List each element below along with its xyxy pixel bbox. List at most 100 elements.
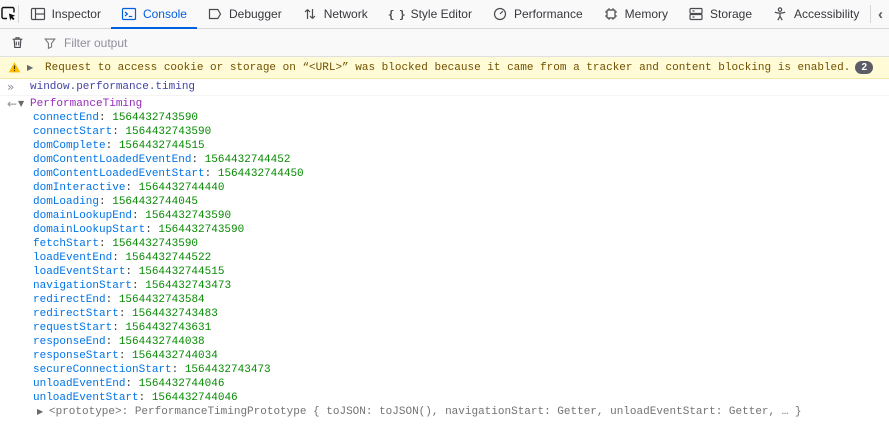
property-value: 1564432744522: [125, 252, 212, 264]
tab-label: Memory: [624, 7, 668, 21]
tab-label: Network: [323, 7, 368, 21]
object-property-row: responseStart1564432744034: [0, 349, 889, 363]
object-property-list: connectEnd1564432743590 connectStart1564…: [0, 111, 889, 405]
tab-label: Accessibility: [794, 7, 860, 21]
object-property-row: unloadEventEnd1564432744046: [0, 377, 889, 391]
property-value: 1564432744452: [204, 154, 291, 166]
style-editor-icon: { }: [387, 7, 406, 21]
tab-style-editor[interactable]: { } Style Editor: [378, 0, 482, 28]
object-property-row: domainLookupStart1564432743590: [0, 223, 889, 237]
console-result-message: ← ▼ PerformanceTiming connectEnd15644327…: [0, 96, 889, 419]
message-count-badge: 2: [855, 61, 873, 74]
clear-console-button[interactable]: [2, 35, 32, 50]
property-name: secureConnectionStart: [33, 364, 185, 376]
tab-storage[interactable]: Storage: [678, 0, 762, 28]
property-value: 1564432743473: [145, 280, 232, 292]
console-toolbar: [0, 29, 889, 57]
tab-accessibility[interactable]: Accessibility: [762, 0, 869, 28]
tab-label: Performance: [513, 7, 583, 21]
property-value: 1564432744046: [151, 392, 238, 404]
object-class-name: PerformanceTiming: [30, 97, 143, 110]
result-arrow-icon: ←: [7, 96, 18, 111]
tab-label: Inspector: [51, 7, 101, 21]
property-name: responseEnd: [33, 336, 119, 348]
property-value: 1564432743590: [112, 112, 199, 124]
memory-icon: [603, 6, 619, 22]
property-name: connectEnd: [33, 112, 112, 124]
object-property-row: domComplete1564432744515: [0, 139, 889, 153]
storage-icon: [688, 6, 704, 22]
inspector-icon: [30, 6, 46, 22]
tab-label: Style Editor: [410, 7, 472, 21]
property-name: loadEventEnd: [33, 252, 125, 264]
separator: [870, 5, 871, 23]
property-value: 1564432744515: [138, 266, 225, 278]
property-name: domLoading: [33, 196, 112, 208]
property-name: fetchStart: [33, 238, 112, 250]
console-warning-message: ▶ Request to access cookie or storage on…: [0, 57, 889, 79]
object-property-row: redirectEnd1564432743584: [0, 293, 889, 307]
filter-output-field: [35, 35, 887, 50]
property-name: domContentLoadedEventEnd: [33, 154, 205, 166]
object-property-row: fetchStart1564432743590: [0, 237, 889, 251]
console-icon: [121, 6, 137, 22]
tab-label: Storage: [710, 7, 753, 21]
tab-label: Console: [142, 7, 187, 21]
property-value: 1564432744515: [118, 140, 205, 152]
tab-label: Debugger: [228, 7, 282, 21]
warning-icon: [8, 61, 21, 74]
tab-console[interactable]: Console: [110, 0, 198, 29]
property-value: 1564432743590: [158, 224, 245, 236]
object-property-row: requestStart1564432743631: [0, 321, 889, 335]
property-value: 1564432743483: [132, 308, 218, 320]
collapse-arrow-icon[interactable]: ▼: [18, 99, 25, 108]
tab-inspector[interactable]: Inspector: [20, 0, 111, 28]
property-value: 1564432744046: [138, 378, 225, 390]
filter-icon: [43, 36, 57, 50]
accessibility-icon: [772, 6, 788, 22]
toolbox-options-chevron-button[interactable]: ‹: [872, 0, 889, 28]
expand-arrow-icon[interactable]: ▶: [27, 63, 34, 72]
object-property-row: domInteractive1564432744440: [0, 181, 889, 195]
property-name: redirectEnd: [33, 294, 119, 306]
property-value: 1564432743590: [145, 210, 232, 222]
object-property-row: domLoading1564432744045: [0, 195, 889, 209]
tab-memory[interactable]: Memory: [593, 0, 678, 28]
object-property-row: loadEventStart1564432744515: [0, 265, 889, 279]
object-property-row: loadEventEnd1564432744522: [0, 251, 889, 265]
property-name: domComplete: [33, 140, 119, 152]
object-property-row: connectEnd1564432743590: [0, 111, 889, 125]
tab-performance[interactable]: Performance: [482, 0, 593, 28]
pick-element-button[interactable]: [0, 0, 17, 28]
object-property-row: connectStart1564432743590: [0, 125, 889, 139]
separator: [18, 5, 19, 23]
expand-arrow-icon[interactable]: ▶: [37, 407, 44, 416]
property-value: 1564432744034: [132, 350, 218, 362]
property-value: 1564432743590: [125, 126, 212, 138]
property-name: domInteractive: [33, 182, 139, 194]
object-property-row: redirectStart1564432743483: [0, 307, 889, 321]
result-header-row: ← ▼ PerformanceTiming: [0, 96, 889, 111]
property-name: responseStart: [33, 350, 132, 362]
command-expression: window.performance.timing: [30, 81, 196, 93]
performance-icon: [492, 6, 508, 22]
property-value: 1564432743631: [125, 322, 212, 334]
property-value: 1564432743473: [184, 364, 271, 376]
pick-element-icon: [0, 6, 17, 22]
object-property-row: secureConnectionStart1564432743473: [0, 363, 889, 377]
tab-debugger[interactable]: Debugger: [197, 0, 292, 28]
property-value: 1564432744440: [138, 182, 225, 194]
object-property-row: unloadEventStart1564432744046: [0, 391, 889, 405]
property-name: domainLookupStart: [33, 224, 158, 236]
property-value: 1564432744045: [112, 196, 199, 208]
console-output[interactable]: ▶ Request to access cookie or storage on…: [0, 57, 889, 427]
filter-output-input[interactable]: [64, 35, 484, 50]
property-name: domainLookupEnd: [33, 210, 145, 222]
property-value: 1564432744038: [118, 336, 205, 348]
property-name: loadEventStart: [33, 266, 139, 278]
property-name: requestStart: [33, 322, 125, 334]
console-command-message: » window.performance.timing: [0, 79, 889, 96]
tab-network[interactable]: Network: [292, 0, 378, 28]
property-name: navigationStart: [33, 280, 145, 292]
